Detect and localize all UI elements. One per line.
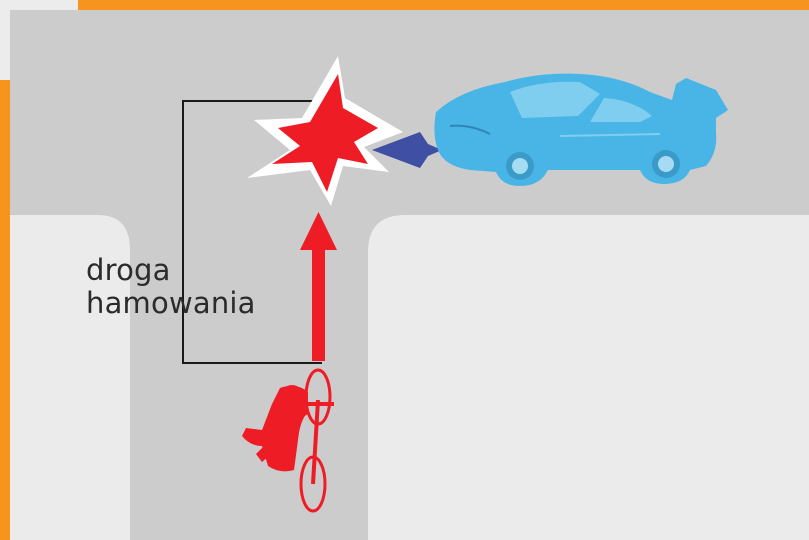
sidewalk-right — [368, 215, 809, 540]
label-line-2: hamowania — [86, 287, 256, 320]
car-icon — [434, 74, 728, 186]
braking-distance-label: droga hamowania — [86, 254, 256, 320]
label-line-1: droga — [86, 254, 256, 287]
